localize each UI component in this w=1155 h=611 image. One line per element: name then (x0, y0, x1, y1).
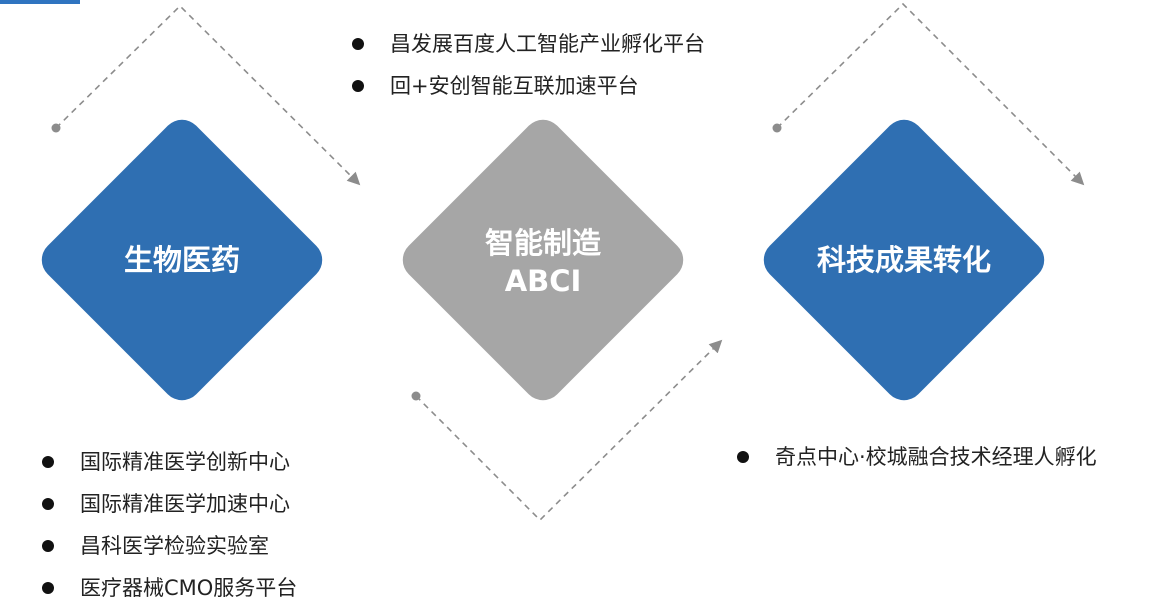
label-biomedicine: 生物医药 (123, 243, 240, 277)
connector-start-dot-right (772, 123, 782, 133)
label-smart-manufacturing-line1: 智能制造 (484, 226, 601, 260)
right-list: 奇点中心·校城融合技术经理人孵化 (737, 436, 1097, 478)
left-bottom-list: 国际精准医学创新中心 国际精准医学加速中心 昌科医学检验实验室 医疗器械CMO服… (42, 441, 297, 609)
list-item: 国际精准医学加速中心 (42, 483, 297, 525)
connector-right-top (776, 2, 1085, 186)
connector-center-bottom (415, 339, 723, 522)
top-accent-bar (0, 0, 80, 4)
connector-start-dot-left (51, 123, 61, 133)
list-item: 昌发展百度人工智能产业孵化平台 (352, 23, 705, 65)
connector-left-top (55, 4, 361, 186)
list-item: 昌科医学检验实验室 (42, 525, 297, 567)
list-item: 国际精准医学创新中心 (42, 441, 297, 483)
connector-start-dot-center (411, 391, 421, 401)
list-item: 奇点中心·校城融合技术经理人孵化 (737, 436, 1097, 478)
label-smart-manufacturing: 智能制造 ABCI (443, 224, 643, 300)
label-tech-transfer: 科技成果转化 (816, 243, 991, 277)
list-item: 回+安创智能互联加速平台 (352, 65, 705, 107)
list-item: 医疗器械CMO服务平台 (42, 567, 297, 609)
label-smart-manufacturing-line2: ABCI (504, 264, 582, 298)
center-top-list: 昌发展百度人工智能产业孵化平台 回+安创智能互联加速平台 (352, 23, 705, 107)
